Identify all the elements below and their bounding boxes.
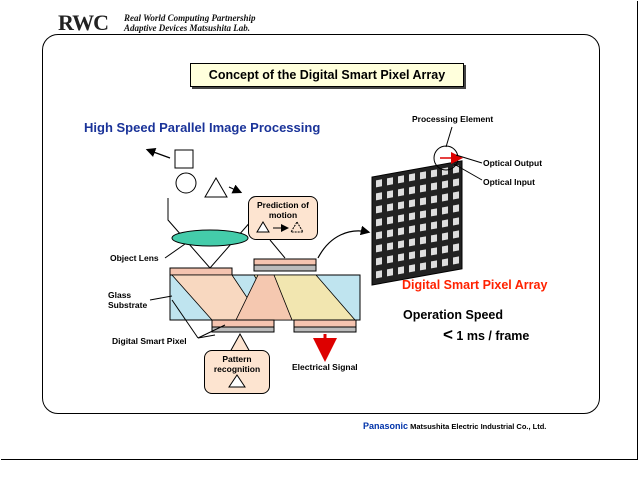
panasonic-brand: Panasonic	[363, 421, 409, 431]
motion-arrow-left	[145, 147, 171, 159]
beam-center	[235, 274, 293, 321]
processing-element-leader	[445, 126, 453, 148]
array-cells	[376, 165, 459, 279]
org-line-1: Real World Computing Partnership	[124, 13, 256, 23]
prediction-bubble: Prediction of motion	[248, 196, 318, 240]
company-name: Matsushita Electric Industrial Co., Ltd.	[410, 422, 547, 431]
subtitle: High Speed Parallel Image Processing	[84, 120, 321, 135]
slide-title: Concept of the Digital Smart Pixel Array	[190, 63, 464, 87]
pixel-leader-2	[171, 299, 199, 339]
array-panel	[371, 160, 463, 286]
page-border	[1, 1, 638, 460]
pattern-label-2: recognition	[213, 364, 261, 374]
rwc-logo: RWC	[58, 10, 109, 35]
processing-element-label: Processing Element	[412, 114, 494, 124]
content-panel	[42, 34, 600, 414]
glass-label: Glass	[108, 290, 132, 300]
operation-speed-value: < 1 ms / frame	[443, 325, 529, 345]
optical-input-label: Optical Input	[483, 177, 535, 187]
optical-output-leader	[455, 154, 483, 164]
pixel-leader-1	[197, 324, 226, 339]
smart-pixel-array	[371, 160, 463, 286]
pattern-recognition-bubble: Pattern recognition	[204, 350, 270, 394]
org-line-2: Adaptive Devices Matsushita Lab.	[124, 23, 250, 33]
electrical-signal-label: Electrical Signal	[292, 362, 358, 372]
curved-arrow-to-array	[317, 225, 371, 259]
object-circle	[175, 172, 197, 194]
glass-substrate-leader	[149, 295, 173, 301]
pattern-triangle-icon	[228, 374, 246, 388]
bottom-pixel-left-base	[211, 326, 275, 333]
optical-output-label: Optical Output	[483, 158, 543, 168]
object-square	[174, 149, 194, 169]
top-pixel-right-base	[253, 264, 317, 272]
object-lens-label: Object Lens	[110, 253, 159, 263]
top-pixel-left	[169, 267, 233, 276]
optical-input-leader	[453, 163, 483, 181]
array-title: Digital Smart Pixel Array	[402, 278, 548, 292]
prediction-motion-icon	[256, 221, 304, 233]
less-than-symbol: <	[443, 325, 453, 344]
prediction-label-1: Prediction of	[257, 200, 309, 210]
object-triangle	[204, 177, 228, 198]
substrate-label: Substrate	[108, 300, 148, 310]
pattern-label-1: Pattern	[222, 354, 252, 364]
operation-speed-title: Operation Speed	[403, 308, 504, 322]
object-lens	[171, 229, 249, 247]
prediction-label-2: motion	[268, 210, 298, 220]
pixel-leader-3	[197, 334, 216, 339]
footer: Panasonic Matsushita Electric Industrial…	[363, 421, 546, 431]
prediction-bubble-pointer	[269, 239, 286, 259]
bottom-pixel-right	[293, 319, 357, 328]
bottom-pixel-right-base	[293, 326, 357, 333]
object-lens-leader	[164, 243, 186, 259]
bottom-pixel-left	[211, 319, 275, 328]
motion-arrow-right	[228, 184, 243, 194]
speed-value-text: 1 ms / frame	[452, 329, 530, 343]
digital-smart-pixel-label: Digital Smart Pixel	[112, 336, 187, 346]
